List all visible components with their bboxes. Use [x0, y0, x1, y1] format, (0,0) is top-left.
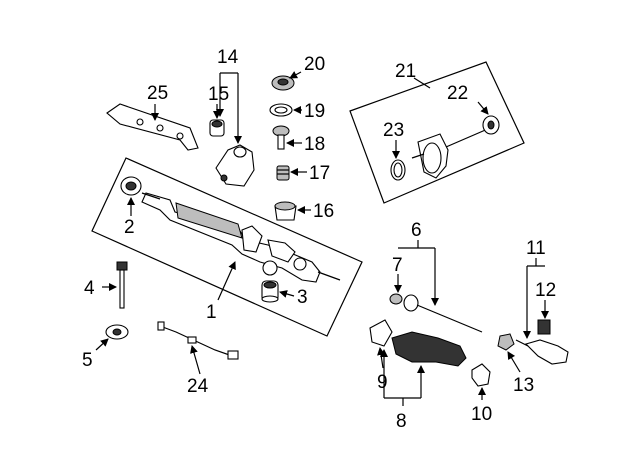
clamp-part-9: [369, 319, 393, 347]
boot-part-8: [391, 331, 467, 367]
callout-6: 6: [411, 220, 422, 241]
callout-7: 7: [392, 255, 403, 276]
line-part-24: [157, 321, 239, 360]
insulator-part-15: [209, 119, 225, 137]
bushing-part-3: [261, 280, 279, 303]
callout-15: 15: [208, 84, 229, 105]
mount-part-14: [215, 144, 255, 187]
seal-part-22: [482, 115, 500, 135]
callout-13: 13: [513, 375, 534, 396]
callout-1: 1: [206, 302, 217, 323]
pinion-valve-part: [411, 127, 491, 179]
callout-14: 14: [217, 47, 239, 68]
bolt-part-4: [116, 261, 128, 309]
bushing-part-2: [120, 176, 142, 196]
callout-2: 2: [124, 217, 135, 238]
callout-labels: 1 2 3 4 5 6 7 8 9 10 11 12 13 14 15 16 1…: [82, 47, 556, 432]
callout-23: 23: [383, 120, 404, 141]
callout-8: 8: [396, 411, 407, 432]
steering-gear-housing-part: [141, 192, 341, 283]
callout-11: 11: [526, 238, 546, 259]
boot-part-12: [537, 319, 551, 335]
callout-21: 21: [395, 61, 416, 82]
washer-part-5: [105, 324, 129, 340]
bracket-part-25: [106, 103, 199, 151]
spring-part-17: [276, 165, 290, 181]
callout-5: 5: [82, 350, 93, 371]
nut-part-13: [497, 333, 515, 351]
callout-24: 24: [187, 376, 209, 397]
inner-tie-rod-part-6: [403, 294, 483, 333]
pinion-valve-box: [349, 61, 525, 204]
callout-22: 22: [447, 83, 468, 104]
callout-16: 16: [313, 201, 334, 222]
callout-4: 4: [84, 278, 95, 299]
callout-18: 18: [304, 134, 325, 155]
callout-19: 19: [304, 101, 325, 122]
callout-17: 17: [309, 163, 330, 184]
yoke-part-16: [274, 201, 297, 221]
outer-tie-rod-part-11: [515, 339, 569, 365]
screw-part-18: [272, 125, 290, 150]
washer-part-7: [389, 293, 403, 305]
callout-20: 20: [304, 54, 325, 75]
callout-10: 10: [471, 404, 492, 425]
callout-9: 9: [377, 372, 388, 393]
ring-part-23: [390, 159, 406, 181]
callout-12: 12: [535, 280, 556, 301]
seal-part-19: [269, 103, 293, 117]
nut-part-10: [471, 363, 491, 387]
leader-lines: [95, 71, 549, 406]
callout-25: 25: [147, 83, 168, 104]
callout-3: 3: [297, 287, 308, 308]
rack-assembly-box: [91, 157, 363, 337]
cap-part-20: [271, 75, 295, 91]
